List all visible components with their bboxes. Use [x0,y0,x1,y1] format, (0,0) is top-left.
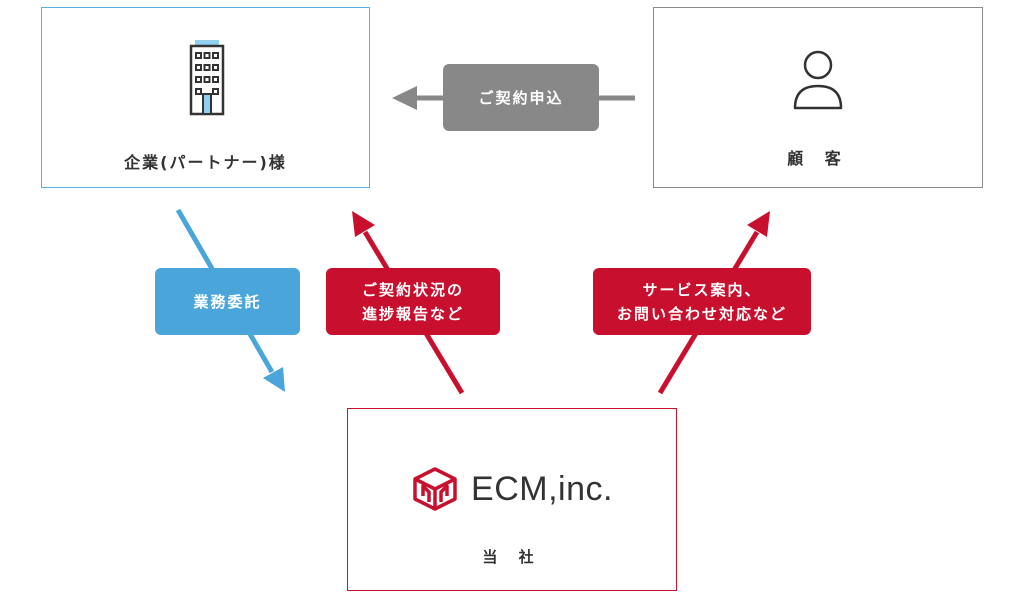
ecm-logo-mark [413,467,457,511]
tag-apply: ご契約申込 [443,64,599,131]
ecm-logo-text: ECM,inc. [471,469,613,508]
tag-status: ご契約状況の 進捗報告など [326,268,500,335]
customer-box: 顧 客 [653,7,983,188]
tag-service: サービス案内、 お問い合わせ対応など [593,268,811,335]
person-icon [793,50,843,110]
tag-outsource: 業務委託 [155,268,300,335]
building-icon [189,40,225,116]
partner-label: 企業(パートナー)様 [124,153,287,172]
customer-label: 顧 客 [787,149,849,168]
ecm-logo: ECM,inc. [348,466,676,512]
ecm-label: 当 社 [482,548,542,566]
partner-box: 企業(パートナー)様 [41,7,370,188]
ecm-box: ECM,inc. 当 社 [347,408,677,591]
